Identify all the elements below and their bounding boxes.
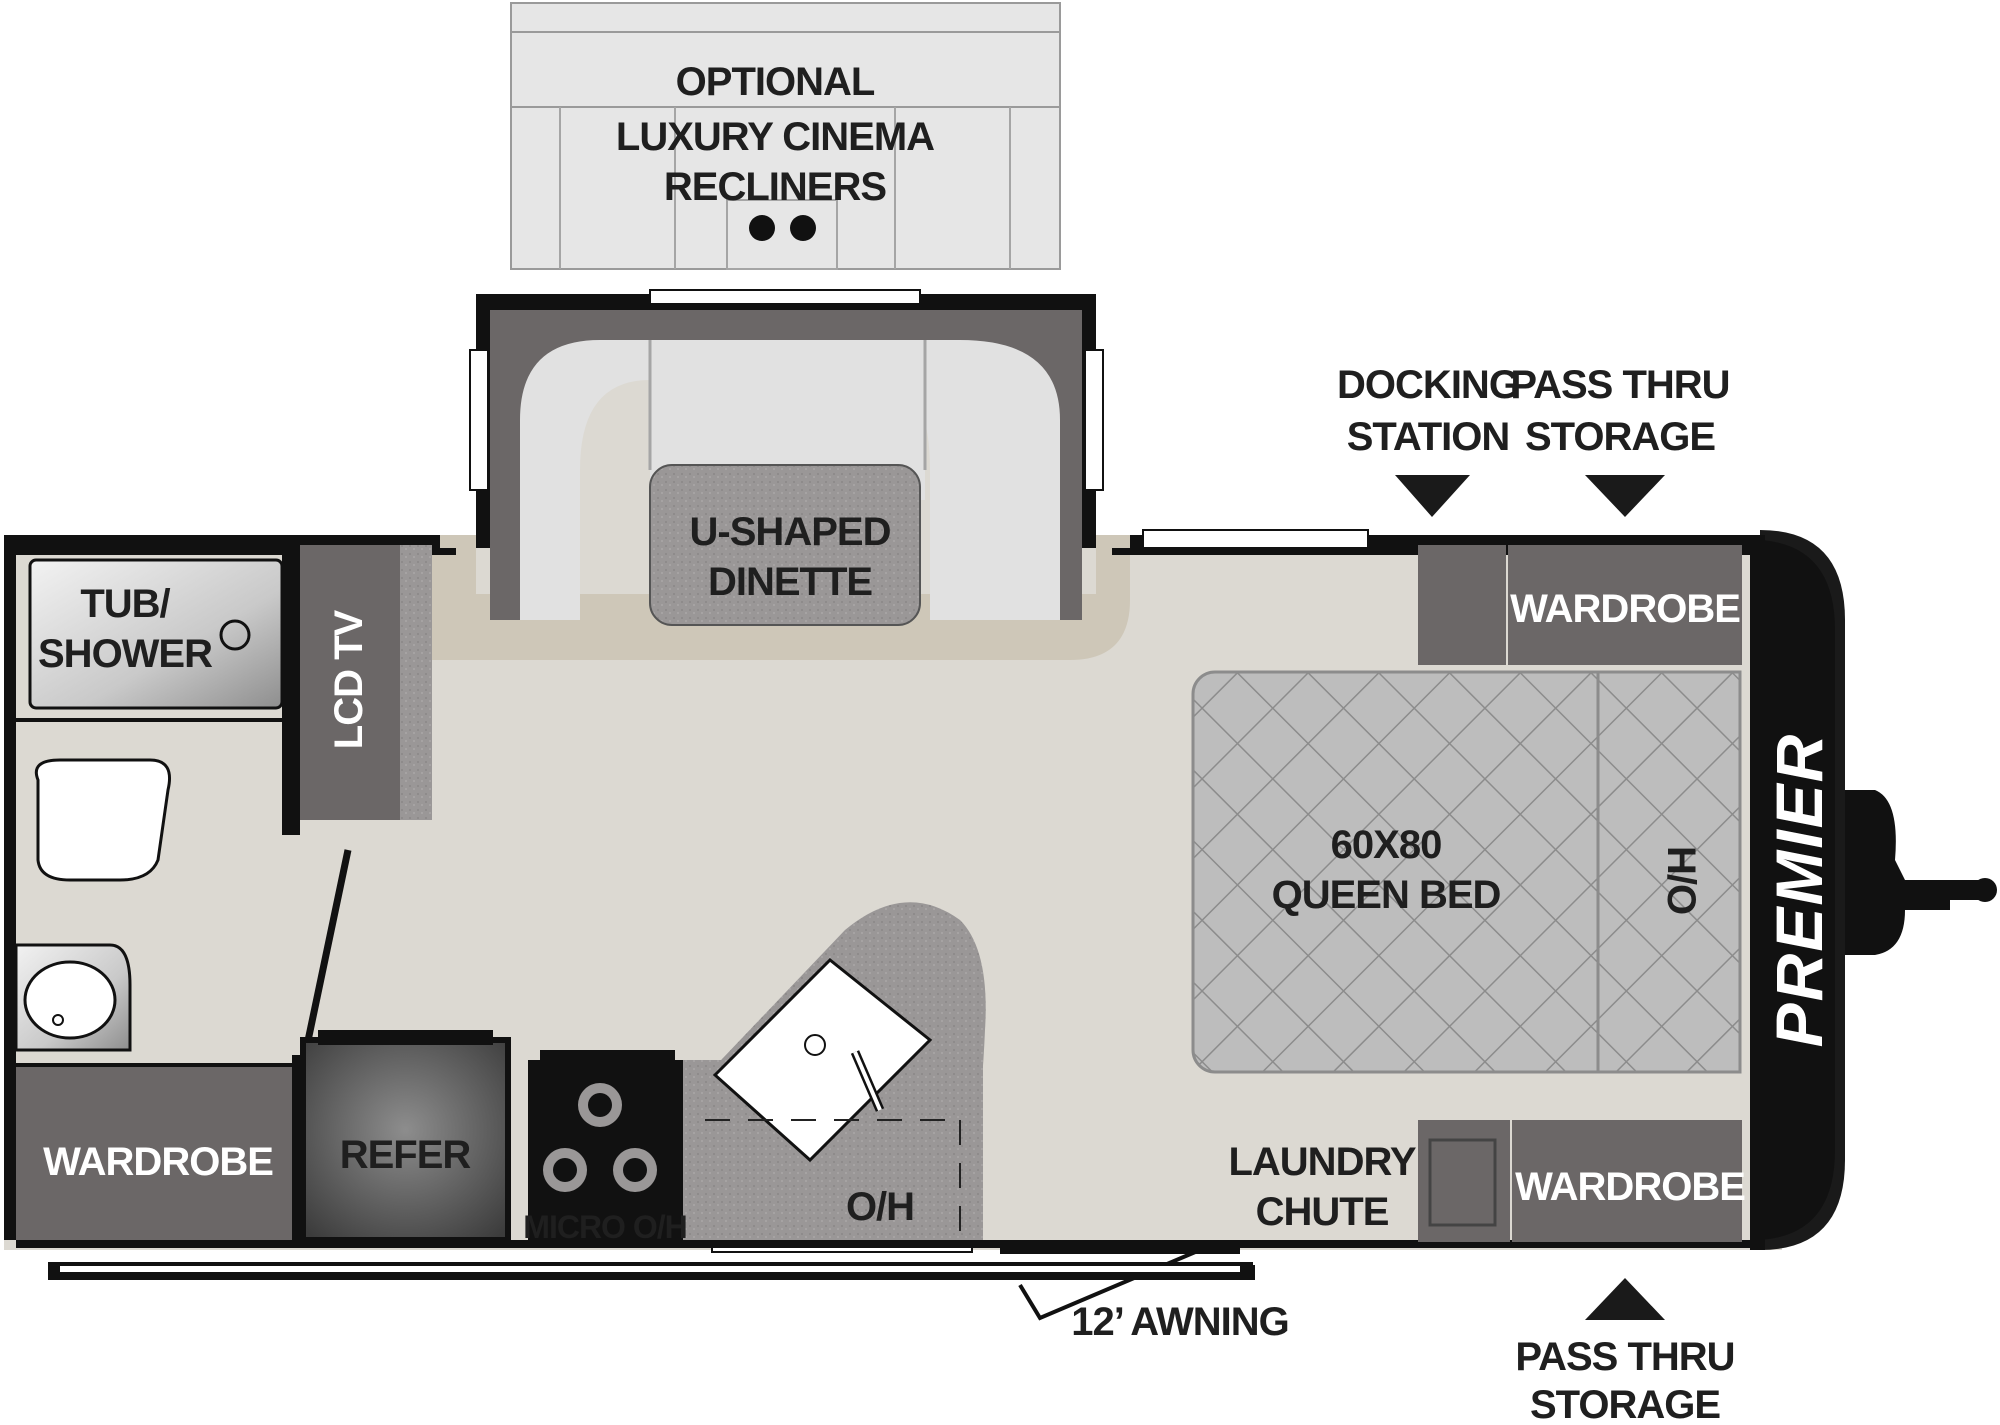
optional-recliners: OPTIONAL LUXURY CINEMA RECLINERS	[510, 2, 1061, 270]
bed-label-line2: QUEEN BED	[1272, 873, 1501, 917]
wardrobe-rear	[16, 1067, 292, 1240]
wardrobe-top-label: WARDROBE	[1510, 587, 1740, 631]
rear-bathroom: TUB/ SHOWER LCD TV WARDROBE	[14, 545, 432, 1240]
wardrobe	[1418, 545, 1506, 665]
tub-label-line2: SHOWER	[38, 632, 213, 676]
pass-top-label-line2: STORAGE	[1525, 415, 1715, 459]
ho-label: H/O	[1659, 846, 1703, 914]
pass-bottom-label-line1: PASS THRU	[1515, 1335, 1734, 1379]
dinette-label-line1: U-SHAPED	[690, 510, 891, 554]
bathroom-sink-icon	[14, 943, 132, 1052]
window	[469, 349, 489, 491]
docking-station-callout: DOCKING STATION	[1337, 363, 1520, 517]
kitchen: REFER MICRO O/H O/H	[300, 902, 986, 1245]
awning: 12’ AWNING	[48, 1262, 1290, 1344]
kitchen-sink-icon	[712, 957, 933, 1163]
bed-label-line1: 60X80	[1331, 823, 1442, 867]
up-arrow-icon	[1585, 1278, 1665, 1320]
brand-logo-text: PREMIER	[1762, 733, 1836, 1048]
burner-icon	[613, 1148, 657, 1192]
wardrobe-rear-label: WARDROBE	[43, 1140, 273, 1184]
down-arrow-icon	[1395, 475, 1470, 517]
pass-top-label-line1: PASS THRU	[1510, 363, 1729, 407]
drain-icon	[219, 619, 251, 651]
pass-bottom-label-line2: STORAGE	[1530, 1383, 1720, 1425]
docking-label-line2: STATION	[1347, 415, 1510, 459]
pass-thru-storage-top: PASS THRU STORAGE	[1510, 363, 1731, 517]
laundry-label-line1: LAUNDRY	[1228, 1140, 1416, 1184]
dinette-label-line2: DINETTE	[708, 560, 872, 604]
recliners-label-line1: OPTIONAL	[676, 60, 875, 104]
bathroom-door	[301, 849, 352, 1056]
micro-label: MICRO O/H	[523, 1209, 686, 1245]
wardrobe-top	[1508, 545, 1742, 665]
laundry-label-line2: CHUTE	[1256, 1190, 1389, 1234]
recliners-label-line2: LUXURY CINEMA	[616, 115, 934, 159]
awning-label: 12’ AWNING	[1071, 1300, 1288, 1344]
window	[1142, 529, 1369, 549]
tub-label-line1: TUB/	[80, 582, 170, 626]
burner-icon	[543, 1148, 587, 1192]
wardrobe-bottom-label: WARDROBE	[1515, 1165, 1745, 1209]
window	[649, 289, 921, 305]
window	[1084, 349, 1104, 491]
recliners-label-line3: RECLINERS	[664, 165, 886, 209]
burner-icon	[578, 1083, 622, 1127]
down-arrow-icon	[1585, 475, 1665, 517]
pass-thru-storage-bottom: PASS THRU STORAGE	[1515, 1278, 1736, 1425]
u-shaped-dinette: U-SHAPED DINETTE	[490, 310, 1082, 626]
bed-overhead-cabinet	[1596, 670, 1742, 1074]
front-bedroom: WARDROBE 60X80 QUEEN BED H/O WARDROBE LA…	[1191, 545, 1746, 1242]
wardrobe-bottom	[1512, 1120, 1742, 1242]
cup-holder-icon	[790, 215, 816, 241]
dinette-table	[649, 464, 921, 626]
docking-label-line1: DOCKING	[1337, 363, 1519, 407]
lcd-tv-label: LCD TV	[327, 609, 371, 749]
refer-label: REFER	[340, 1133, 472, 1177]
toilet-icon	[34, 758, 171, 882]
oh-label: O/H	[846, 1185, 914, 1229]
cup-holder-icon	[749, 215, 775, 241]
